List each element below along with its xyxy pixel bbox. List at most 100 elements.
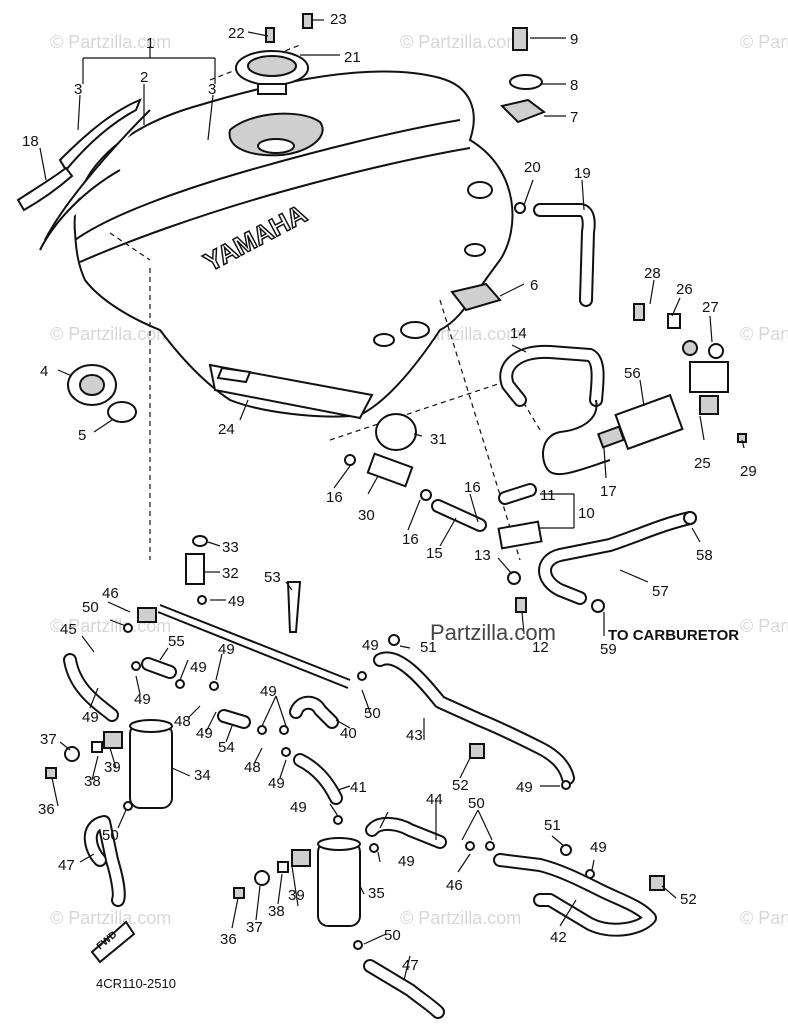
callout-21[interactable]: 21 [344,49,361,66]
callout-49[interactable]: 49 [260,683,277,700]
callout-35[interactable]: 35 [368,885,385,902]
callout-2[interactable]: 2 [140,69,148,86]
callout-49[interactable]: 49 [362,637,379,654]
callout-49[interactable]: 49 [228,593,245,610]
fuel-cock [497,483,543,613]
callout-51[interactable]: 51 [544,817,561,834]
callout-50[interactable]: 50 [82,599,99,616]
callout-53[interactable]: 53 [264,569,281,586]
callout-14[interactable]: 14 [510,325,527,342]
callout-59[interactable]: 59 [600,641,617,658]
callout-45[interactable]: 45 [60,621,77,638]
callout-22[interactable]: 22 [228,25,245,42]
callout-57[interactable]: 57 [652,583,669,600]
callout-47[interactable]: 47 [58,857,75,874]
callout-58[interactable]: 58 [696,547,713,564]
callout-49[interactable]: 49 [398,853,415,870]
callout-38[interactable]: 38 [268,903,285,920]
callout-46[interactable]: 46 [446,877,463,894]
callout-39[interactable]: 39 [104,759,121,776]
callout-15[interactable]: 15 [426,545,443,562]
callout-26[interactable]: 26 [676,281,693,298]
callout-51[interactable]: 51 [420,639,437,656]
callout-29[interactable]: 29 [740,463,757,480]
callout-33[interactable]: 33 [222,539,239,556]
callout-31[interactable]: 31 [430,431,447,448]
trim-strip [16,166,74,212]
callout-50[interactable]: 50 [384,927,401,944]
fuel-sender [633,303,747,443]
callout-46[interactable]: 46 [102,585,119,602]
canister-upper [45,719,173,809]
callout-13[interactable]: 13 [474,547,491,564]
callout-39[interactable]: 39 [288,887,305,904]
callout-36[interactable]: 36 [220,931,237,948]
callout-7[interactable]: 7 [570,109,578,126]
callout-23[interactable]: 23 [330,11,347,28]
watermark-main: Partzilla.com [430,620,556,645]
callout-54[interactable]: 54 [218,739,235,756]
callout-37[interactable]: 37 [246,919,263,936]
callouts: 1 2 3 3 4 5 6 7 8 9 10 11 12 13 14 15 16… [22,11,757,974]
callout-9[interactable]: 9 [570,31,578,48]
callout-4[interactable]: 4 [40,363,48,380]
callout-38[interactable]: 38 [84,773,101,790]
callout-55[interactable]: 55 [168,633,185,650]
callout-10[interactable]: 10 [578,505,595,522]
callout-50[interactable]: 50 [102,827,119,844]
callout-56[interactable]: 56 [624,365,641,382]
callout-48[interactable]: 48 [244,759,261,776]
callout-52[interactable]: 52 [452,777,469,794]
callout-49[interactable]: 49 [82,709,99,726]
canister-lower [233,837,361,927]
callout-49[interactable]: 49 [268,775,285,792]
callout-50[interactable]: 50 [364,705,381,722]
tank-mount-parts [450,27,547,312]
callout-49[interactable]: 49 [134,691,151,708]
breather-hose [499,344,605,407]
callout-5[interactable]: 5 [78,427,86,444]
fuel-union [344,413,432,501]
callout-50[interactable]: 50 [468,795,485,812]
callout-43[interactable]: 43 [406,727,423,744]
callout-3[interactable]: 3 [74,81,82,98]
callout-49[interactable]: 49 [290,799,307,816]
callout-27[interactable]: 27 [702,299,719,316]
callout-16[interactable]: 16 [326,489,343,506]
callout-36[interactable]: 36 [38,801,55,818]
callout-44[interactable]: 44 [426,791,443,808]
watermark-tile: © Partzilla.com [400,32,521,52]
callout-48[interactable]: 48 [174,713,191,730]
callout-16[interactable]: 16 [402,531,419,548]
callout-6[interactable]: 6 [530,277,538,294]
callout-49[interactable]: 49 [590,839,607,856]
callout-32[interactable]: 32 [222,565,239,582]
callout-17[interactable]: 17 [600,483,617,500]
callout-34[interactable]: 34 [194,767,211,784]
callout-49[interactable]: 49 [196,725,213,742]
callout-20[interactable]: 20 [524,159,541,176]
callout-28[interactable]: 28 [644,265,661,282]
callout-1[interactable]: 1 [146,35,154,52]
watermark-tile: © Partzilla.com [740,32,788,52]
callout-41[interactable]: 41 [350,779,367,796]
callout-52[interactable]: 52 [680,891,697,908]
callout-11[interactable]: 11 [540,487,556,504]
callout-8[interactable]: 8 [570,77,578,94]
callout-12[interactable]: 12 [532,639,549,656]
callout-49[interactable]: 49 [516,779,533,796]
callout-16[interactable]: 16 [464,479,481,496]
callout-49[interactable]: 49 [190,659,207,676]
callout-30[interactable]: 30 [358,507,375,524]
callout-3[interactable]: 3 [208,81,216,98]
callout-18[interactable]: 18 [22,133,39,150]
callout-24[interactable]: 24 [218,421,235,438]
callout-37[interactable]: 37 [40,731,57,748]
watermark-tile: © Partzilla.com [400,908,521,928]
callout-47[interactable]: 47 [402,957,419,974]
callout-42[interactable]: 42 [550,929,567,946]
callout-49[interactable]: 49 [218,641,235,658]
callout-19[interactable]: 19 [574,165,591,182]
callout-40[interactable]: 40 [340,725,357,742]
callout-25[interactable]: 25 [694,455,711,472]
